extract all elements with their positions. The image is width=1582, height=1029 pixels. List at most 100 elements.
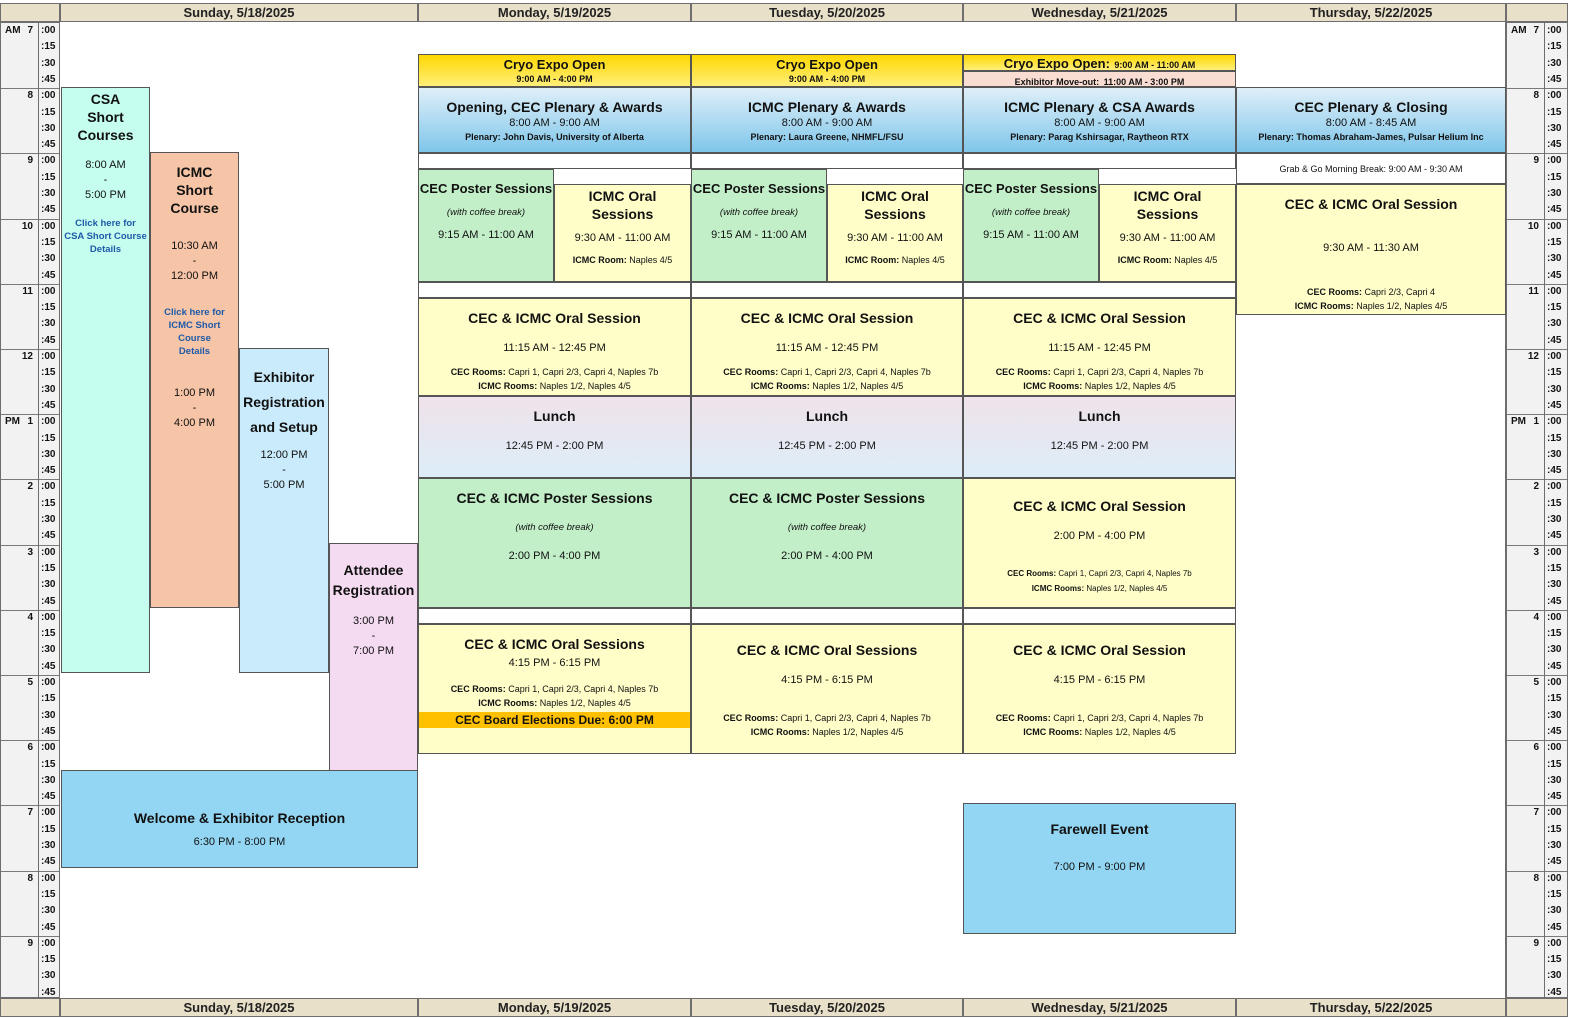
icmc-oral-wednesday[interactable]: ICMC Oral Sessions 9:30 AM - 11:00 AM IC… [1099,184,1236,282]
hour-label: 12 [21,351,33,362]
icmc-short-course[interactable]: ICMC Short Course 10:30 AM - 12:00 PM Cl… [150,152,239,608]
event-time: 4:15 PM - 6:15 PM [1053,674,1146,686]
minute-label: :45 [1547,986,1562,998]
attendee-registration[interactable]: Attendee Registration 3:00 PM - 7:00 PM [329,543,418,803]
icmc-oral-monday[interactable]: ICMC Oral Sessions 9:30 AM - 11:00 AM IC… [554,184,691,282]
day-header-thursday: Thursday, 5/22/2025 [1236,3,1506,22]
midday-oral-wednesday[interactable]: CEC & ICMC Oral Session 11:15 AM - 12:45… [963,298,1236,396]
cec-poster-tuesday[interactable]: CEC Poster Sessions (with coffee break) … [691,169,827,282]
exhibitor-moveout[interactable]: Exhibitor Move-out: 11:00 AM - 3:00 PM [963,71,1236,87]
hour-label: 7 [1533,25,1539,36]
room-name: Capri 1, Capri 2/3, Capri 4, Naples 7b [780,367,931,377]
oral-pm-wednesday[interactable]: CEC & ICMC Oral Session 2:00 PM - 4:00 P… [963,478,1236,608]
minute-label: :00 [1547,155,1562,167]
event-title: Sessions [591,206,654,222]
exhibitor-registration[interactable]: Exhibitor Registration and Setup 12:00 P… [239,348,329,673]
event-time: 4:15 PM - 6:15 PM [781,674,873,686]
minute-label: :45 [1547,725,1562,737]
meridiem-label: PM [1511,416,1526,428]
icmc-details-link[interactable]: Details [178,346,211,357]
minute-label: :45 [41,139,56,151]
hour-divider [1507,740,1567,742]
welcome-reception[interactable]: Welcome & Exhibitor Reception 6:30 PM - … [61,770,418,868]
oral-thursday[interactable]: CEC & ICMC Oral Session 9:30 AM - 11:30 … [1236,184,1506,315]
day-footer-monday: Monday, 5/19/2025 [418,998,691,1017]
plenary-tuesday[interactable]: ICMC Plenary & Awards 8:00 AM - 9:00 AM … [691,87,963,153]
lunch-monday[interactable]: Lunch 12:45 PM - 2:00 PM [418,396,691,478]
minute-label: :30 [1547,318,1562,330]
plenary-wednesday[interactable]: ICMC Plenary & CSA Awards 8:00 AM - 9:00… [963,87,1236,153]
minute-label: :30 [1547,970,1562,982]
icmc-oral-tuesday[interactable]: ICMC Oral Sessions 9:30 AM - 11:00 AM IC… [827,184,963,282]
cec-poster-wednesday[interactable]: CEC Poster Sessions (with coffee break) … [963,169,1099,282]
minute-label: :15 [41,693,56,705]
cryo-expo-monday[interactable]: Cryo Expo Open 9:00 AM - 4:00 PM [418,54,691,87]
event-time: 8:00 AM - 8:45 AM [1325,117,1417,129]
corner-cell [1506,3,1568,22]
room-label: ICMC Room: [845,255,900,265]
minute-label: :15 [1547,823,1562,835]
minute-label: :00 [1547,416,1562,428]
empty-slot [963,153,1236,169]
farewell-event[interactable]: Farewell Event 7:00 PM - 9:00 PM [963,803,1236,934]
midday-oral-monday[interactable]: CEC & ICMC Oral Session 11:15 AM - 12:45… [418,298,691,396]
event-time: 9:30 AM - 11:30 AM [1323,242,1419,254]
csa-details-link[interactable]: Details [89,244,122,255]
event-title: Lunch [806,408,848,424]
late-oral-tuesday[interactable]: CEC & ICMC Oral Sessions 4:15 PM - 6:15 … [691,624,963,754]
minute-label: :30 [1547,188,1562,199]
csa-details-link[interactable]: Click here for [75,218,136,229]
hour-label: 4 [1533,611,1539,623]
late-oral-wednesday[interactable]: CEC & ICMC Oral Session 4:15 PM - 6:15 P… [963,624,1236,754]
poster-pm-monday[interactable]: CEC & ICMC Poster Sessions (with coffee … [418,478,691,608]
room-label: CEC Rooms: [450,684,506,694]
plenary-thursday[interactable]: CEC Plenary & Closing 8:00 AM - 8:45 AM … [1236,87,1506,153]
icmc-details-link[interactable]: Click here for [164,307,225,318]
grab-go-break[interactable]: Grab & Go Morning Break: 9:00 AM - 9:30 … [1236,153,1506,184]
poster-pm-tuesday[interactable]: CEC & ICMC Poster Sessions (with coffee … [691,478,963,608]
cryo-expo-tuesday[interactable]: Cryo Expo Open 9:00 AM - 4:00 PM [691,54,963,87]
empty-slot [963,282,1236,298]
minute-label: :30 [1547,448,1562,460]
csa-details-link[interactable]: CSA Short Course [64,231,147,242]
event-time: 7:00 PM [353,645,394,657]
event-time: - [192,255,197,267]
hour-label: 4 [27,611,33,623]
icmc-details-link[interactable]: ICMC Short Course [168,320,221,344]
midday-oral-tuesday[interactable]: CEC & ICMC Oral Session 11:15 AM - 12:45… [691,298,963,396]
event-title: Cryo Expo Open: [1003,56,1110,71]
minute-label: :45 [41,986,56,998]
cec-poster-monday[interactable]: CEC Poster Sessions (with coffee break) … [418,169,554,282]
minute-label: :45 [41,791,56,803]
minute-label: :00 [1547,25,1562,36]
empty-slot [418,282,691,298]
csa-short-courses[interactable]: CSA Short Courses 8:00 AM - 5:00 PM Clic… [61,87,150,673]
minute-label: :45 [41,856,56,868]
minute-label: :30 [1547,57,1562,69]
late-oral-monday[interactable]: CEC & ICMC Oral Sessions 4:15 PM - 6:15 … [418,624,691,754]
hour-label: 7 [1533,807,1539,819]
hour-divider [1507,544,1567,546]
lunch-wednesday[interactable]: Lunch 12:45 PM - 2:00 PM [963,396,1236,478]
room-label: CEC Rooms: [1306,287,1362,297]
hour-label: 11 [1528,285,1539,297]
minute-label: :00 [41,807,56,819]
event-note: (with coffee break) [991,207,1071,218]
minute-label: :45 [41,530,56,542]
minute-label: :30 [41,514,56,525]
room-label: ICMC Room: [1117,255,1172,265]
empty-slot [691,282,963,298]
room-label: ICMC Rooms: [1294,301,1354,311]
event-title: CEC & ICMC Oral Session [1013,310,1186,326]
hour-label: 6 [1533,742,1539,754]
hour-divider [1,283,59,285]
minute-label: :45 [41,921,56,933]
minute-label: :00 [41,872,56,884]
plenary-monday[interactable]: Opening, CEC Plenary & Awards 8:00 AM - … [418,87,691,153]
cryo-expo-wednesday[interactable]: Cryo Expo Open: 9:00 AM - 11:00 AM [963,54,1236,71]
minute-label: :30 [41,448,56,460]
corner-cell [0,998,60,1017]
lunch-tuesday[interactable]: Lunch 12:45 PM - 2:00 PM [691,396,963,478]
event-time: 11:00 AM - 3:00 PM [1103,77,1185,87]
event-time: 1:00 PM [174,387,215,399]
